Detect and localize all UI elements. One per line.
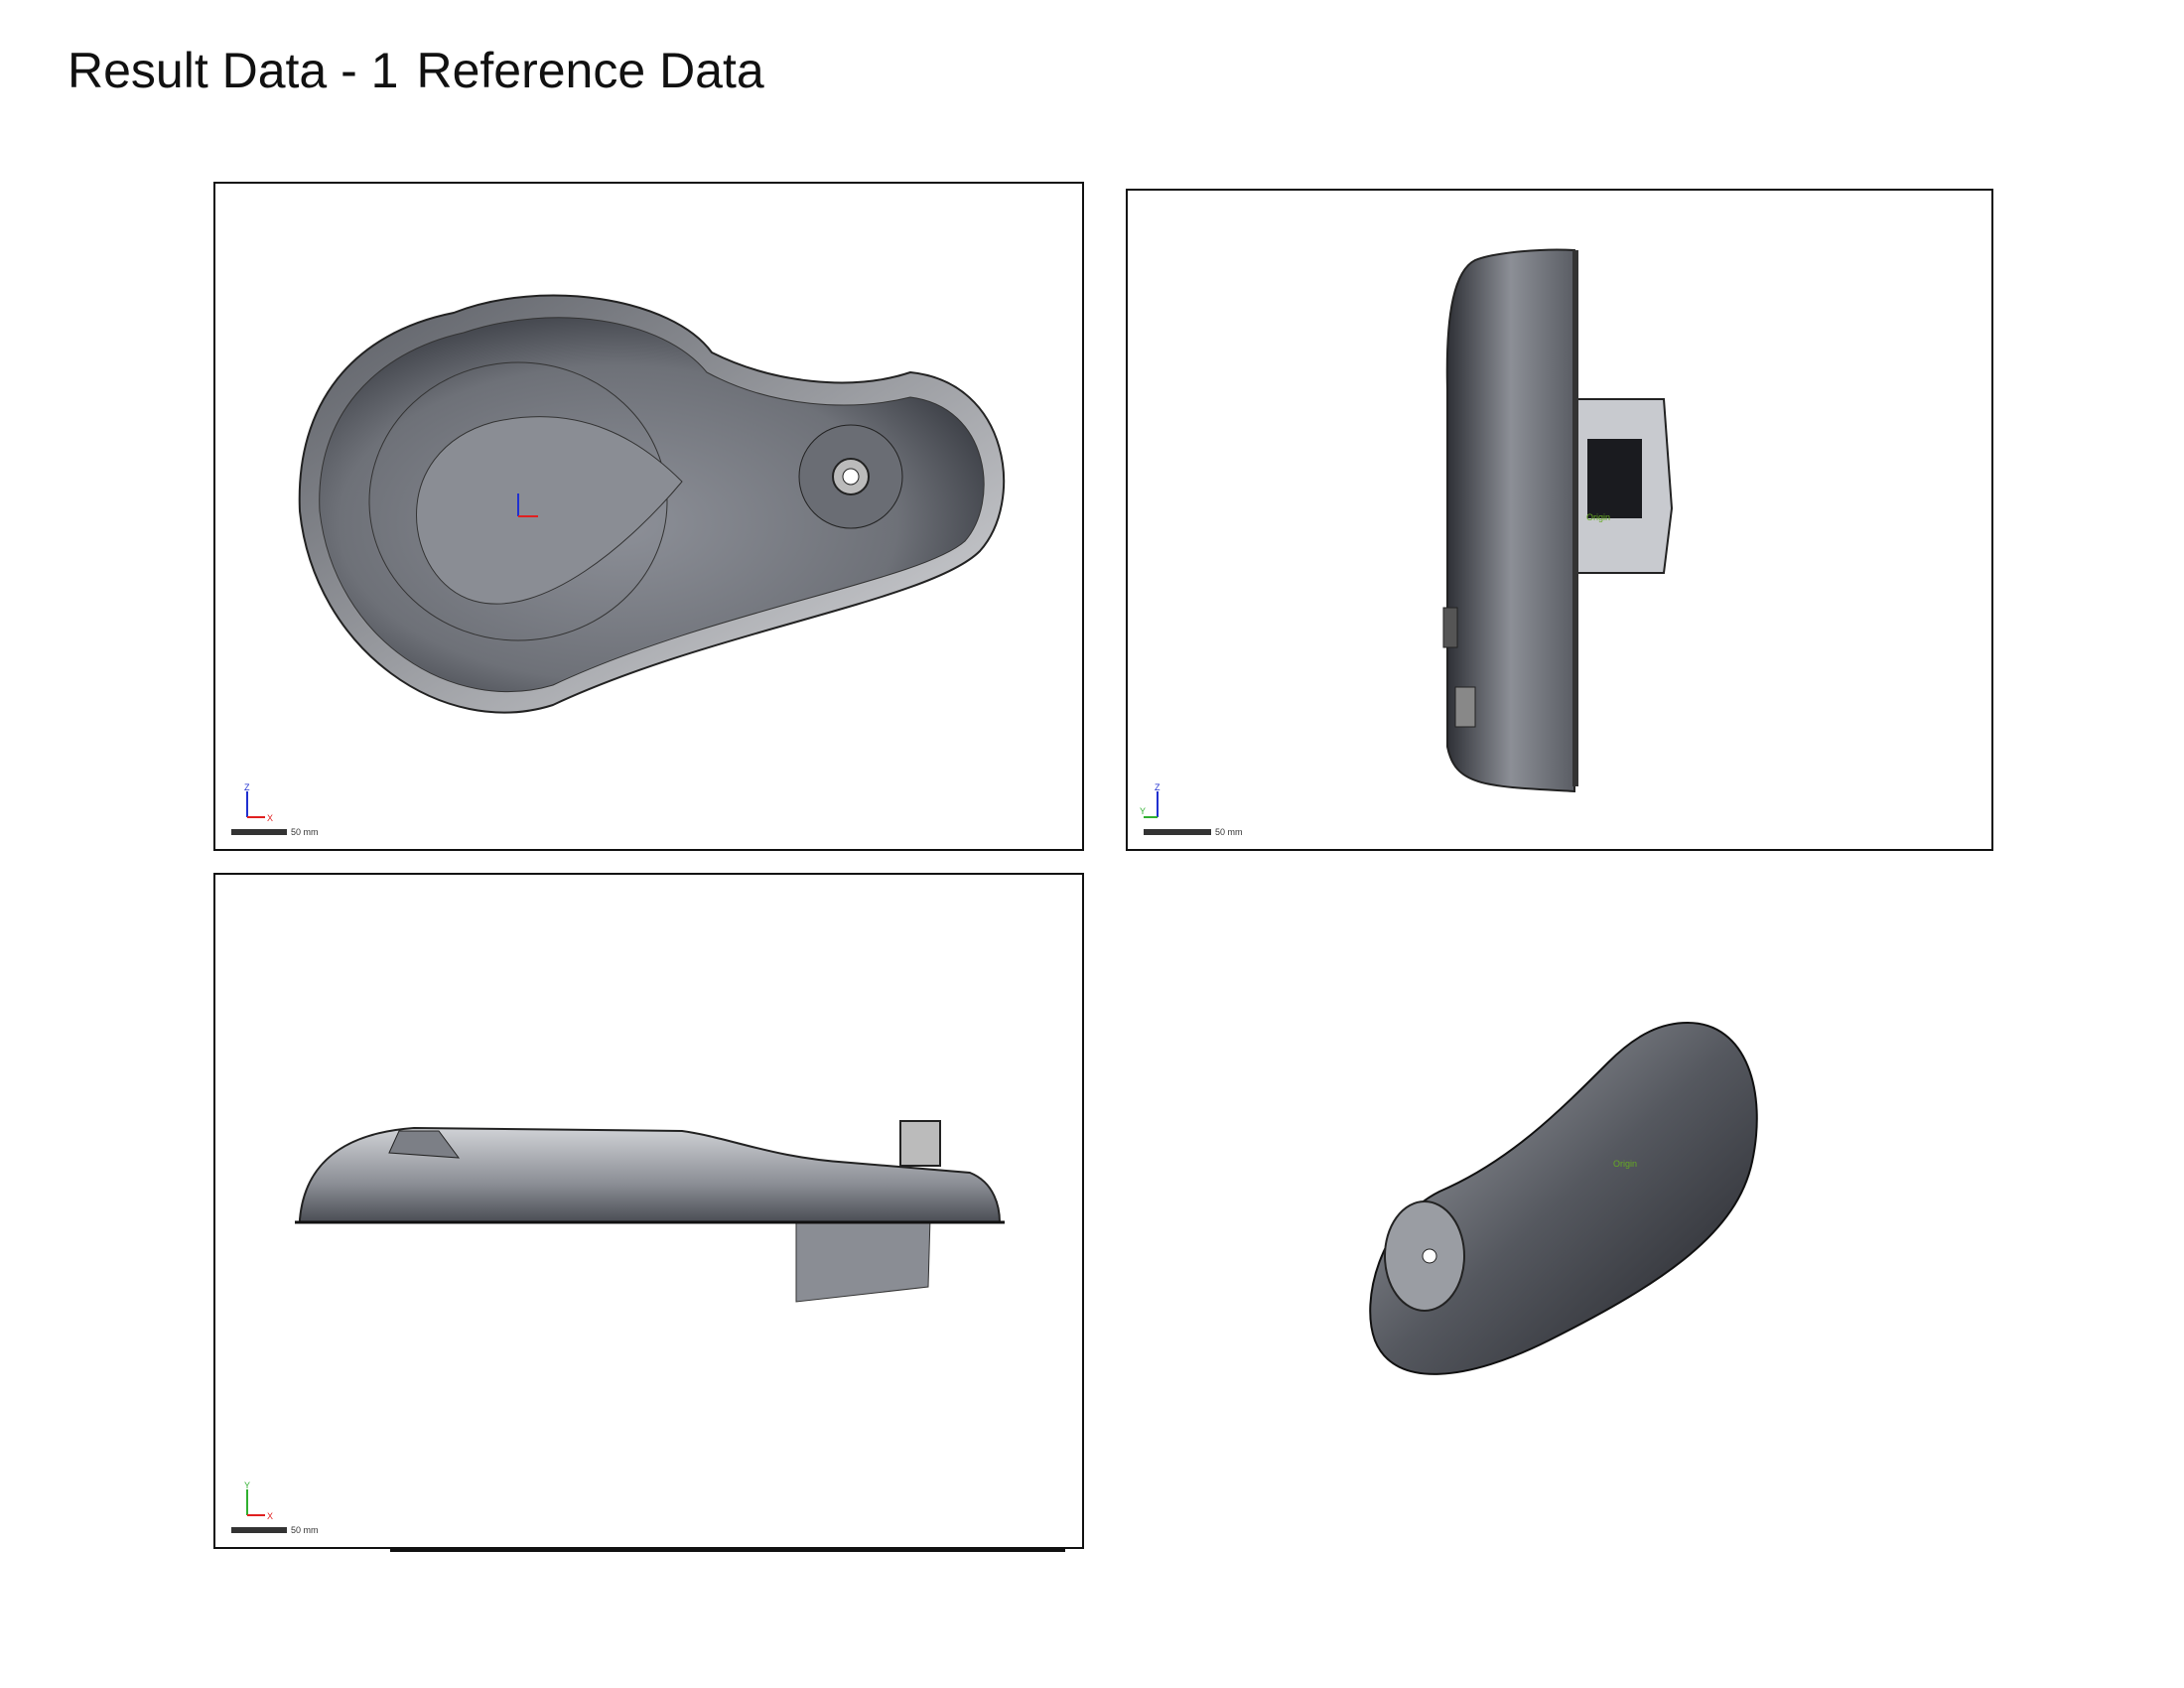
- axis-label-vertical: Z: [1155, 783, 1160, 792]
- axis-label-vertical: Z: [244, 783, 250, 792]
- panel-underline: [390, 1549, 1065, 1552]
- scale-bar: 50 mm: [231, 827, 319, 837]
- view-top[interactable]: Z X 50 mm: [213, 182, 1084, 851]
- axis-label-horizontal: Y: [1140, 806, 1146, 816]
- axis-label-horizontal: X: [267, 1511, 273, 1521]
- reference-data-title: Reference Data: [416, 43, 764, 98]
- part-front-view: [295, 1120, 1005, 1303]
- result-data-title: Result Data - 1: [68, 43, 399, 98]
- scale-label: 50 mm: [291, 1525, 319, 1535]
- axis-triad: Z Y: [1140, 783, 1179, 823]
- part-top-view: [298, 294, 1006, 714]
- scale-label: 50 mm: [1215, 827, 1243, 837]
- scale-bar: 50 mm: [231, 1525, 319, 1535]
- origin-label: Origin: [1586, 512, 1610, 522]
- view-side[interactable]: Origin Z Y 50 mm: [1126, 189, 1993, 851]
- view-isometric[interactable]: Origin: [1350, 1003, 1767, 1400]
- axis-triad: Z X: [243, 783, 283, 823]
- part-isometric-view: Origin: [1369, 1021, 1758, 1375]
- view-front[interactable]: Y X 50 mm: [213, 873, 1084, 1549]
- axis-triad: Y X: [243, 1481, 283, 1521]
- axis-label-vertical: Y: [244, 1481, 250, 1490]
- scale-label: 50 mm: [291, 827, 319, 837]
- origin-label: Origin: [1613, 1159, 1637, 1169]
- scale-bar: 50 mm: [1144, 827, 1243, 837]
- part-side-view: Origin: [1442, 248, 1674, 793]
- page-title: Result Data - 1 Reference Data: [68, 42, 782, 99]
- axis-label-horizontal: X: [267, 813, 273, 823]
